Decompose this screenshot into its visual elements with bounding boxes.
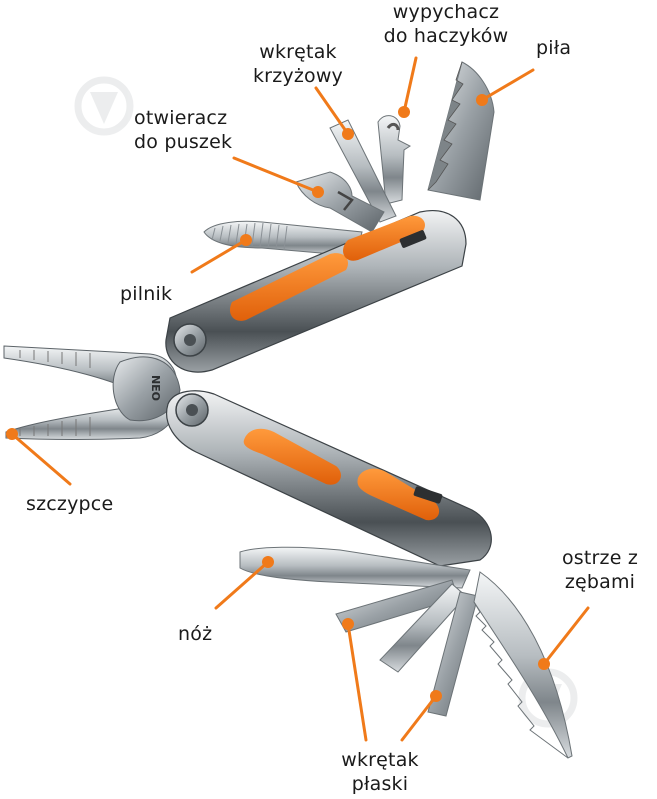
label-szczypce: szczypce [26, 492, 113, 516]
saw-blade [427, 61, 495, 201]
leader-ostrze [542, 606, 590, 666]
hook-extractor [377, 115, 411, 205]
leader-pilnik [190, 238, 248, 274]
label-ostrze-line2: zębami [564, 571, 636, 593]
label-wkretak-krzyzowy: wkrętak krzyżowy [236, 40, 360, 88]
label-wypychacz-line2: do haczyków [383, 25, 509, 47]
flat-screwdriver [335, 579, 479, 717]
lower-handle [166, 390, 492, 567]
label-wkretak-krzyzowy-line1: wkrętak [259, 41, 337, 63]
leader-szczypce [10, 432, 72, 486]
knife-blade [239, 546, 471, 589]
label-ostrze: ostrze z zębami [546, 546, 654, 594]
label-wkretak-plaski-line2: płaski [351, 773, 409, 795]
label-wypychacz-line1: wypychacz [392, 1, 500, 23]
pliers: NEO [3, 345, 181, 440]
label-otwieracz-line2: do puszek [134, 131, 233, 153]
upper-handle [165, 210, 467, 373]
leader-wkretak-krzyzowy [314, 86, 350, 136]
label-ostrze-line1: ostrze z [561, 547, 639, 569]
label-pila-line1: piła [536, 37, 572, 59]
label-wkretak-plaski: wkrętak płaski [320, 748, 440, 796]
label-wkretak-krzyzowy-line2: krzyżowy [252, 65, 343, 87]
label-noz: nóż [178, 622, 212, 646]
label-szczypce-line1: szczypce [26, 493, 114, 515]
leader-lines [10, 56, 590, 742]
label-wypychacz: wypychacz do haczyków [366, 0, 526, 48]
phillips-screwdriver [329, 119, 397, 223]
label-noz-line1: nóż [178, 623, 213, 645]
brand-logo: NEO [149, 375, 162, 401]
leader-dots [6, 94, 550, 702]
serrated-blade [473, 571, 573, 759]
leader-wkretak-plaski-1 [346, 622, 368, 742]
label-pilnik: pilnik [120, 282, 172, 306]
leader-otwieracz [232, 156, 320, 194]
leader-noz [214, 560, 270, 610]
label-pila: piła [536, 36, 571, 60]
label-otwieracz-line1: otwieracz [134, 107, 228, 129]
leader-wypychacz [402, 56, 418, 114]
label-otwieracz: otwieracz do puszek [134, 106, 232, 154]
label-wkretak-plaski-line1: wkrętak [341, 749, 419, 771]
label-pilnik-line1: pilnik [120, 283, 173, 305]
leader-wkretak-plaski-2 [400, 694, 438, 742]
leader-pila [480, 68, 535, 102]
